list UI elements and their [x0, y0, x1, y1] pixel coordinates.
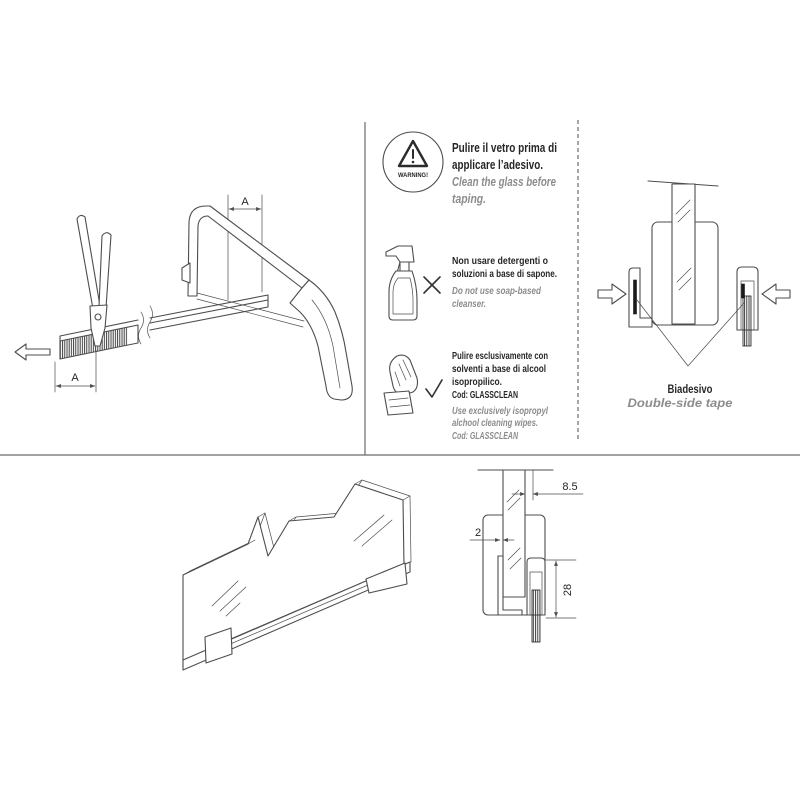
alcohol-text-it-line-1: Pulire esclusivamente con [452, 350, 548, 362]
profile-bar-right-edges [149, 294, 269, 331]
section-glass-glare [675, 199, 692, 291]
alcohol-text-it-line-3: isopropilico. [452, 376, 502, 388]
cross-mark-icon [423, 276, 441, 294]
alcohol-text-en-line-1: Use exclusively isopropyl [452, 405, 549, 417]
hacksaw [181, 205, 353, 401]
tape-section-view: Biadesivo Double-side tape [597, 180, 791, 410]
spray-bottle-head [385, 245, 415, 263]
no-soap-text-it-line-1: Non usare detergenti o [452, 255, 548, 267]
glass-glare-lines [211, 514, 393, 617]
pliers-right-handle [98, 232, 112, 309]
cleaning-instructions: WARNING! Pulire il vetro prima di applic… [382, 131, 557, 442]
height-dimension-value: 28 [562, 584, 574, 596]
bottom-rail-channel [213, 579, 369, 652]
press-arrow-left [761, 283, 791, 305]
pliers-dimension: A [54, 349, 97, 393]
pliers-jaws [89, 304, 108, 347]
height-extension-lines [545, 559, 577, 619]
cut-dimension: A [227, 194, 263, 301]
dimension-right-profile-channel [529, 571, 543, 616]
hand-finger-lines [394, 359, 412, 387]
tape-label-it: Biadesivo [668, 382, 713, 396]
alcohol-clean-text: Pulire esclusivamente con solventi a bas… [452, 350, 549, 442]
pliers-dimension-label: A [71, 372, 79, 384]
warning-icon-label: WARNING! [398, 172, 428, 179]
pliers [76, 214, 112, 347]
check-mark-icon [425, 379, 443, 398]
cleaning-wipe-folds [388, 397, 411, 408]
dimension-glass [502, 469, 526, 598]
hacksaw-handle [289, 279, 353, 401]
cleaning-wipe [383, 390, 414, 416]
break-symbol [138, 305, 153, 345]
warning-icon-circle [382, 131, 444, 193]
cut-dimension-label: A [241, 196, 249, 208]
warning-icon-triangle [397, 139, 429, 168]
pull-direction-arrow [14, 343, 51, 361]
pliers-dimension-extension-lines [54, 349, 97, 393]
no-soap-text: Non usare detergenti o soluzioni a base … [452, 255, 557, 310]
dimension-brush [531, 589, 541, 643]
rail-right-end-clip [365, 562, 408, 594]
height-dimension: 28 [545, 559, 577, 619]
hacksaw-wing-nut [181, 262, 191, 284]
alcohol-text-it-line-2: solventi a base di alcool [452, 363, 546, 375]
spray-bottle-icon [385, 245, 418, 321]
hacksaw-blade [196, 292, 305, 328]
cutting-illustration: A A [14, 194, 353, 401]
cut-plane-lines [227, 194, 263, 301]
right-clip-channel [740, 280, 755, 331]
alcohol-text-it-code: Cod: GLASSCLEAN [452, 389, 518, 401]
warning-text-it-line-2: applicare l’adesivo. [452, 157, 543, 172]
hacksaw-frame [187, 205, 310, 297]
spray-bottle-body [388, 270, 418, 321]
section-glass [671, 183, 696, 325]
no-soap-text-it-line-2: soluzioni a base di sapone. [452, 268, 557, 280]
offset-dimension-value: 8.5 [562, 481, 577, 493]
pliers-pivot [94, 313, 102, 321]
warning-text: Pulire il vetro prima di applicare l’ade… [452, 140, 557, 206]
dimension-left-clip [497, 555, 523, 616]
no-soap-text-en-line-1: Do not use soap-based [452, 285, 541, 297]
glass-panel-perspective [182, 479, 412, 671]
gap-dimension: 2 [469, 527, 515, 542]
gap-dimension-value: 2 [475, 527, 481, 539]
right-clip-brush [742, 295, 752, 347]
offset-dimension: 8.5 [511, 469, 584, 501]
no-soap-text-en-line-2: cleanser. [452, 298, 486, 310]
tape-leader-lines [636, 299, 745, 367]
press-arrow-right [597, 283, 627, 305]
warning-text-it-line-1: Pulire il vetro prima di [452, 140, 557, 155]
warning-icon-dot [411, 160, 415, 164]
warning-text-en-line-1: Clean the glass before [452, 174, 556, 189]
pliers-left-handle [76, 214, 101, 310]
left-double-side-tape [633, 279, 637, 315]
dimension-glass-glare [506, 489, 522, 570]
spray-bottle-neck [399, 261, 410, 272]
spray-bottle-label [392, 277, 414, 315]
glass-thickness-edges [182, 479, 411, 576]
tape-label-en: Double-side tape [628, 396, 733, 410]
hand-wipe-icon [383, 354, 419, 416]
warning-text-en-line-2: taping. [452, 191, 486, 206]
alcohol-text-en-code: Cod: GLASSCLEAN [452, 430, 518, 442]
dimension-section-view: 8.5 2 28 [469, 469, 584, 643]
warning-triangle-icon: WARNING! [382, 131, 444, 193]
alcohol-text-en-line-2: alchool cleaning wipes. [452, 417, 538, 429]
left-clip-profile [628, 267, 653, 328]
hacksaw-grip-detail [311, 299, 341, 389]
rail-left-end-clip [204, 627, 233, 664]
